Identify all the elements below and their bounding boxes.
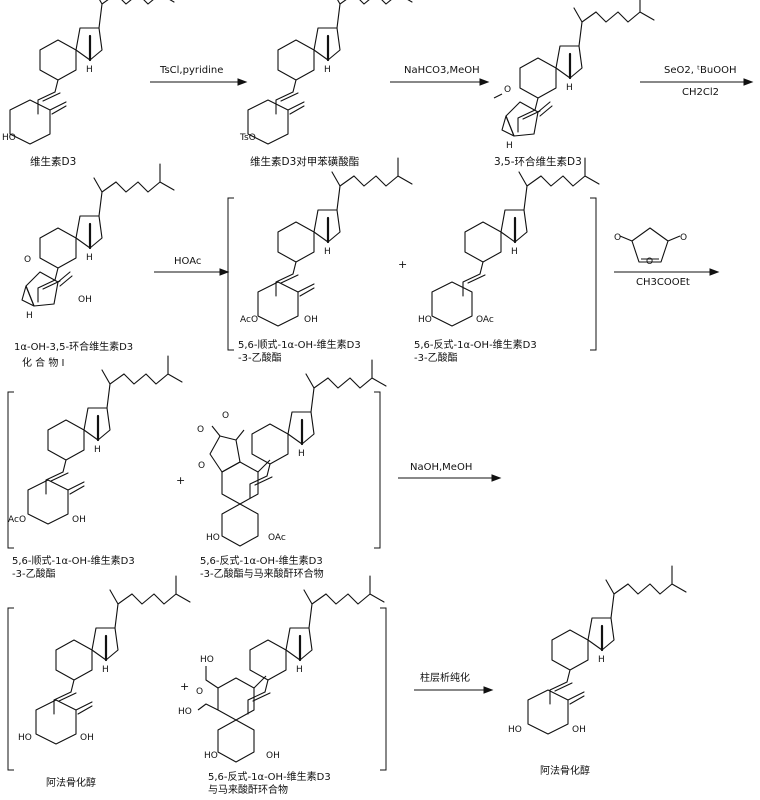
label-tosylate: 维生素D3对甲苯磺酸酯 [250,156,360,168]
reagent-tbuooh: ᵗBuOOH [697,65,737,76]
label-trans-acetate-line1: 5,6-反式-1α-OH-维生素D3 [414,340,537,351]
plus-sign: + [398,258,407,271]
h-label: H [298,449,305,459]
h-label: H [94,445,101,455]
condition-step7: 柱层析纯化 [420,673,470,684]
oh-label: OH [266,751,280,761]
plus-sign: + [176,474,185,487]
tosylate-structure: H TsO [239,0,414,145]
o-label: O [196,687,203,697]
label-trans-acetate-line2: -3-乙酸酯 [414,353,458,364]
oh-label: OH [72,515,86,525]
condition-step6: NaOH,MeOH [410,462,473,473]
h-label: H [102,665,109,675]
label-cis-acetate-b-line1: 5,6-顺式-1α-OH-维生素D3 [12,556,135,567]
bracket-row2 [227,197,597,351]
cyclovitamin-structure: H H O [493,0,656,151]
oh-label: OH [80,733,94,743]
oh-label: OH [572,725,586,735]
bracket-row3 [7,391,381,549]
label-hydroxy-cyclovitamin: 1α-OH-3,5-环合维生素D3 [14,342,134,353]
h-label: H [86,65,93,75]
o-label: O [197,425,204,435]
label-cis-acetate-b-line2: -3-乙酸酯 [12,569,56,580]
condition-step2: NaHCO3,MeOH [404,65,480,76]
label-trans-adduct-acetate-line1: 5,6-反式-1α-OH-维生素D3 [200,556,323,567]
label-cyclovitamin: 3,5-环合维生素D3 [494,156,582,168]
h-label: H [506,141,513,151]
o-label: O [680,233,687,243]
o-label: O [222,411,229,421]
label-cis-acetate-a-line2: -3-乙酸酯 [238,353,282,364]
h-label: H [598,655,605,665]
ho-label: HO [418,315,432,325]
condition-step3-top: SeO2, ᵗBuOOH [664,65,737,77]
label-trans-adduct-line1: 5,6-反式-1α-OH-维生素D3 [208,772,331,783]
cis-acetate-structure-a: H AcO OH [240,156,414,327]
h-label: H [511,247,518,257]
oac-label: OAc [268,533,286,543]
ho-label: HO [200,655,214,665]
condition-step3-bottom: CH2Cl2 [682,87,719,98]
o-label: O [504,85,511,95]
h-label: H [296,665,303,675]
label-alfacalcidol-final: 阿法骨化醇 [540,766,590,777]
ho-label: HO [204,751,218,761]
trans-adduct-acetate-structure: O O O H HO OAc [197,358,388,547]
ho-label: HO [2,133,16,143]
label-vitamin-d3: 维生素D3 [30,156,77,168]
ho-label: HO [206,533,220,543]
reaction-arrows [150,78,754,694]
cis-acetate-structure-b: H AcO OH [8,354,184,525]
o-label: O [646,257,653,267]
o-label: O [198,461,205,471]
hydroxy-cyclovitamin-structure: H H O OH [21,162,176,321]
oac-label: OAc [476,315,494,325]
ho-label: HO [508,725,522,735]
oh-label: OH [304,315,318,325]
ho-label: HO [18,733,32,743]
h-label: H [26,311,33,321]
aco-label: AcO [8,515,26,525]
trans-adduct-structure: HO HO O H HO OH [178,574,386,763]
condition-step1: TsCl,pyridine [160,65,224,76]
bracket-row4 [7,607,387,771]
reagent-seo2: SeO2, [664,65,694,76]
h-label: H [566,83,573,93]
label-compound-one: 化 合 物 I [22,358,65,369]
plus-sign: + [180,680,189,693]
tso-label: TsO [239,133,256,143]
vitamin-d3-structure: H HO [2,0,176,145]
aco-label: AcO [240,315,258,325]
h-label: H [324,65,331,75]
condition-step4: HOAc [174,256,202,267]
alfacalcidol-final-structure: H HO OH [508,564,688,735]
condition-step5: CH3COOEt [636,277,690,288]
label-cis-acetate-a-line1: 5,6-顺式-1α-OH-维生素D3 [238,340,361,351]
trans-acetate-structure: H HO OAc [418,156,601,327]
o-label: O [24,255,31,265]
label-trans-adduct-acetate-line2: -3-乙酸酯与马来酸酐环合物 [200,569,324,580]
maleic-anhydride-structure: O O O [614,227,687,267]
alfacalcidol-structure-a: H HO OH [18,574,192,745]
label-alfacalcidol-a: 阿法骨化醇 [46,778,96,789]
label-trans-adduct-line2: 与马来酸酐环合物 [208,785,288,796]
ho-label: HO [178,707,192,717]
h-label: H [324,247,331,257]
h-label: H [86,253,93,263]
oh-label: OH [78,295,92,305]
o-label: O [614,233,621,243]
